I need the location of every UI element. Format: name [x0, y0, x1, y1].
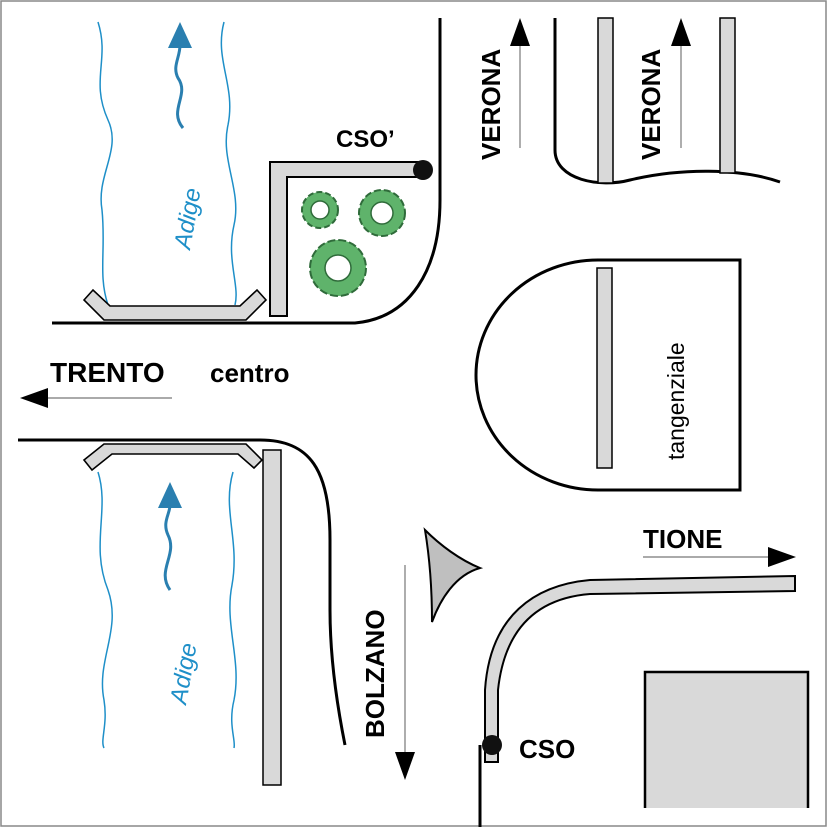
centro-label: centro: [210, 358, 289, 388]
tree-icon: [309, 239, 367, 297]
road-edge-bottom-left: [18, 438, 347, 746]
traffic-island: [423, 527, 484, 623]
road-edge-top-right: [553, 18, 781, 185]
arrow-down-icon: [395, 752, 415, 780]
building-block: [643, 670, 810, 808]
flow-arrow-icon: [174, 44, 185, 129]
river-top: [97, 21, 237, 306]
arrow-right-icon: [768, 547, 796, 567]
verona-left-label: VERONA: [476, 49, 506, 160]
bolzano-label: BOLZANO: [360, 609, 390, 738]
arrow-left-icon: [20, 388, 48, 408]
bridge-bottom: [82, 443, 264, 472]
tree-icon: [301, 191, 339, 229]
flow-arrow-icon: [163, 504, 173, 591]
arrow-up-icon: [671, 18, 691, 46]
point-marker-icon: [413, 160, 433, 180]
point-marker-icon: [482, 735, 502, 755]
tangenziale-lane: [596, 267, 613, 469]
verona-right-label: VERONA: [636, 49, 666, 160]
tangenziale-label: tangenziale: [663, 342, 689, 460]
river-bottom: [97, 471, 237, 749]
trento-label: TRENTO: [50, 357, 165, 388]
lane-divider-right: [719, 17, 736, 174]
tione-label: TIONE: [643, 524, 722, 554]
curved-path-bottom-right: [484, 574, 796, 763]
flow-arrow-icon: [158, 482, 182, 508]
flow-arrow-icon: [168, 22, 192, 48]
cso-prime-label: CSO’: [336, 126, 395, 153]
lane-divider-left: [597, 17, 614, 184]
road-edge-top-left: [52, 18, 442, 325]
cso-label: CSO: [519, 734, 575, 764]
bridge-top: [82, 288, 268, 321]
arrow-up-icon: [510, 18, 530, 46]
sidewalk-bottom-left: [262, 449, 282, 786]
tree-icon: [358, 189, 406, 237]
